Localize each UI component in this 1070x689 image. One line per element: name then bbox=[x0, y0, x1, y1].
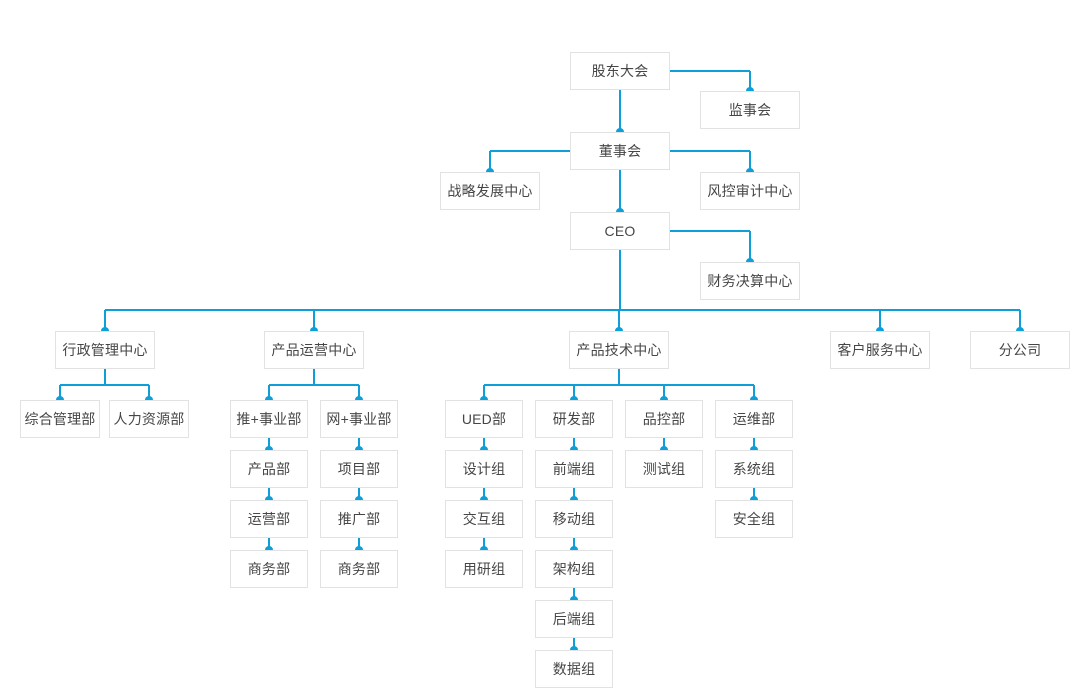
org-node-label: 人力资源部 bbox=[113, 411, 185, 427]
org-node-label: 产品技术中心 bbox=[576, 342, 662, 358]
org-node-label: 运维部 bbox=[732, 411, 776, 427]
org-node-label: 安全组 bbox=[732, 511, 776, 527]
org-node-label: 设计组 bbox=[462, 461, 506, 477]
org-node-label: 运营部 bbox=[247, 511, 291, 527]
org-node-label: 商务部 bbox=[337, 561, 381, 577]
org-node-label: 推广部 bbox=[337, 511, 381, 527]
org-node-custservice[interactable]: 客户服务中心 bbox=[830, 331, 930, 369]
org-node-label: 推+事业部 bbox=[236, 411, 302, 427]
org-node-general[interactable]: 综合管理部 bbox=[20, 400, 100, 438]
org-node-devops[interactable]: 运维部 bbox=[715, 400, 793, 438]
org-node-supervisors[interactable]: 监事会 bbox=[700, 91, 800, 129]
org-node-label: 监事会 bbox=[728, 102, 772, 118]
org-node-label: 研发部 bbox=[552, 411, 596, 427]
org-node-wangplus[interactable]: 网+事业部 bbox=[320, 400, 398, 438]
org-node-label: CEO bbox=[604, 223, 636, 239]
org-node-project[interactable]: 项目部 bbox=[320, 450, 398, 488]
org-node-label: 系统组 bbox=[732, 461, 776, 477]
org-node-label: 商务部 bbox=[247, 561, 291, 577]
org-node-label: 测试组 bbox=[642, 461, 686, 477]
org-node-board[interactable]: 董事会 bbox=[570, 132, 670, 170]
org-node-rnd[interactable]: 研发部 bbox=[535, 400, 613, 438]
org-node-label: UED部 bbox=[461, 411, 507, 427]
org-node-label: 客户服务中心 bbox=[837, 342, 923, 358]
org-node-prodtech[interactable]: 产品技术中心 bbox=[569, 331, 669, 369]
org-node-frontend[interactable]: 前端组 bbox=[535, 450, 613, 488]
org-node-label: 产品部 bbox=[247, 461, 291, 477]
org-node-label: 董事会 bbox=[598, 143, 642, 159]
org-node-label: 行政管理中心 bbox=[62, 342, 148, 358]
org-node-business1[interactable]: 商务部 bbox=[230, 550, 308, 588]
org-node-label: 综合管理部 bbox=[24, 411, 96, 427]
org-node-label: 风控审计中心 bbox=[707, 183, 793, 199]
org-node-label: 股东大会 bbox=[591, 63, 649, 79]
org-node-admin[interactable]: 行政管理中心 bbox=[55, 331, 155, 369]
org-node-shareholders[interactable]: 股东大会 bbox=[570, 52, 670, 90]
org-node-business2[interactable]: 商务部 bbox=[320, 550, 398, 588]
org-node-product[interactable]: 产品部 bbox=[230, 450, 308, 488]
org-node-backend[interactable]: 后端组 bbox=[535, 600, 613, 638]
org-node-architecture[interactable]: 架构组 bbox=[535, 550, 613, 588]
org-node-datateam[interactable]: 数据组 bbox=[535, 650, 613, 688]
org-node-label: 后端组 bbox=[552, 611, 596, 627]
org-node-promotion[interactable]: 推广部 bbox=[320, 500, 398, 538]
org-node-strategy[interactable]: 战略发展中心 bbox=[440, 172, 540, 210]
org-node-label: 财务决算中心 bbox=[707, 273, 793, 289]
org-node-design[interactable]: 设计组 bbox=[445, 450, 523, 488]
org-node-label: 数据组 bbox=[552, 661, 596, 677]
org-node-operation[interactable]: 运营部 bbox=[230, 500, 308, 538]
org-node-label: 用研组 bbox=[462, 561, 506, 577]
org-node-label: 产品运营中心 bbox=[271, 342, 357, 358]
org-node-hr[interactable]: 人力资源部 bbox=[109, 400, 189, 438]
org-node-label: 架构组 bbox=[552, 561, 596, 577]
org-node-userresearch[interactable]: 用研组 bbox=[445, 550, 523, 588]
org-node-label: 品控部 bbox=[642, 411, 686, 427]
org-node-qa[interactable]: 品控部 bbox=[625, 400, 703, 438]
org-node-test[interactable]: 测试组 bbox=[625, 450, 703, 488]
org-node-label: 网+事业部 bbox=[326, 411, 392, 427]
org-node-label: 项目部 bbox=[337, 461, 381, 477]
org-node-label: 分公司 bbox=[998, 342, 1042, 358]
org-node-branch[interactable]: 分公司 bbox=[970, 331, 1070, 369]
org-node-ued[interactable]: UED部 bbox=[445, 400, 523, 438]
org-node-ceo[interactable]: CEO bbox=[570, 212, 670, 250]
org-node-label: 战略发展中心 bbox=[447, 183, 533, 199]
org-node-label: 交互组 bbox=[462, 511, 506, 527]
org-node-finance[interactable]: 财务决算中心 bbox=[700, 262, 800, 300]
org-node-interaction[interactable]: 交互组 bbox=[445, 500, 523, 538]
org-node-label: 移动组 bbox=[552, 511, 596, 527]
org-node-security[interactable]: 安全组 bbox=[715, 500, 793, 538]
org-node-system[interactable]: 系统组 bbox=[715, 450, 793, 488]
org-node-prodops[interactable]: 产品运营中心 bbox=[264, 331, 364, 369]
org-node-label: 前端组 bbox=[552, 461, 596, 477]
org-node-tuiplus[interactable]: 推+事业部 bbox=[230, 400, 308, 438]
org-node-riskaudit[interactable]: 风控审计中心 bbox=[700, 172, 800, 210]
org-node-mobile[interactable]: 移动组 bbox=[535, 500, 613, 538]
